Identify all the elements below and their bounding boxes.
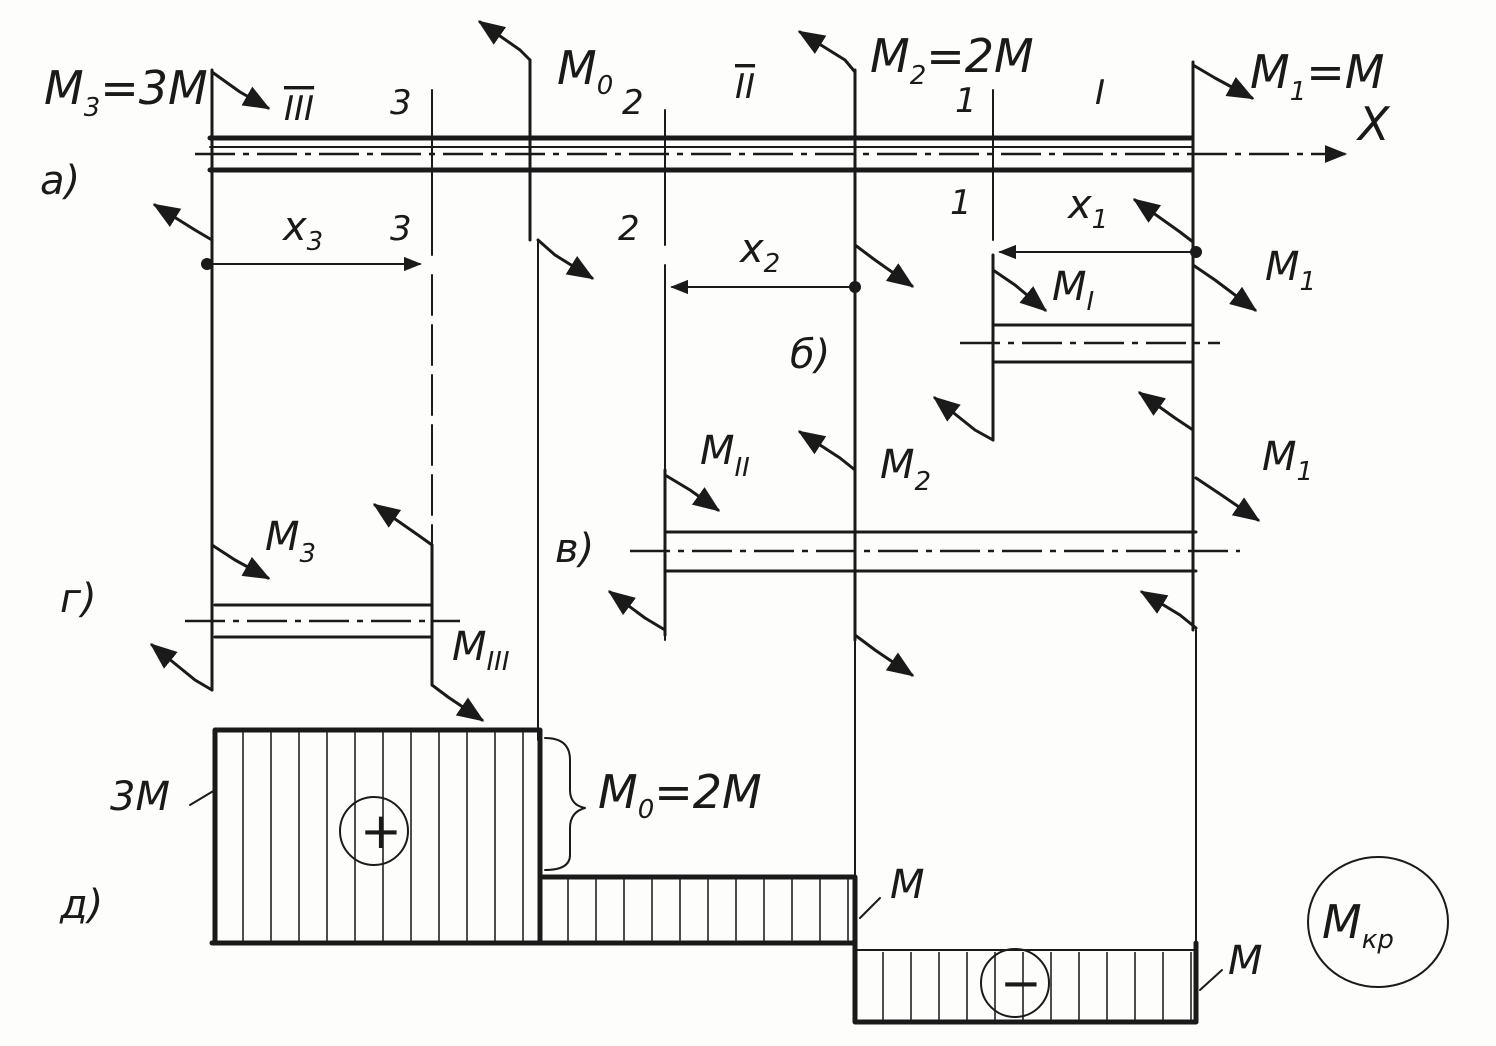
arrow-mi-bottom [932, 396, 995, 442]
arrow-m1-cut-bottom [1137, 391, 1195, 432]
arrow-m1-bottom [1132, 198, 1195, 244]
label-view-g: г) [60, 576, 97, 622]
arrow-miii-bottom [430, 683, 485, 722]
arrow-m2-cut [797, 430, 857, 472]
arrow-m3 [210, 70, 271, 110]
label-mi: MI [1052, 264, 1094, 317]
plus-sign: + [360, 802, 402, 860]
arrow-m0 [477, 20, 532, 62]
label-section-2b: 2 [618, 209, 640, 249]
arrow-m3-bottom [152, 203, 214, 242]
arrow-m1-cut [1191, 263, 1258, 312]
label-m3-load: M3=3M [44, 61, 208, 123]
label-section-1: 1 [955, 81, 977, 121]
plus-sign-circle [339, 796, 409, 866]
cut-view-g [149, 503, 485, 722]
label-m2-cut: M2 [880, 442, 931, 497]
arrow-m1 [1191, 63, 1255, 100]
label-section-3: 3 [390, 83, 412, 123]
label-section-1b: 1 [950, 183, 972, 223]
torque-diagram [189, 727, 1449, 1025]
label-view-v: в) [555, 526, 594, 572]
arrow-miii [372, 503, 434, 547]
arrow-m1-cut2 [1194, 476, 1261, 522]
minus-sign: − [1000, 954, 1042, 1012]
leader-3m [189, 789, 216, 806]
cut-view-b [932, 253, 1258, 442]
label-m0-equals: M0=2M [598, 765, 762, 825]
label-x1: x1 [1066, 182, 1108, 235]
arrow-m2 [797, 30, 857, 74]
minus-sign-circle [980, 948, 1050, 1018]
leader-m-mid [859, 897, 881, 919]
arrow-mi [991, 268, 1048, 312]
arrow-m3-cut [210, 543, 271, 580]
positive-region-3m [212, 727, 543, 946]
label-x2: x2 [738, 226, 780, 279]
arrow-mii [663, 473, 721, 512]
label-view-b: б) [790, 332, 830, 378]
brace-m0 [544, 737, 586, 871]
arrow-m1-cut2-bottom [1139, 590, 1198, 630]
label-m1-cut: M1 [1265, 244, 1316, 297]
label-section-3b: 3 [390, 209, 412, 249]
label-mii: MII [700, 428, 750, 483]
negative-region-m [852, 940, 1199, 1025]
arrow-m0-bottom [536, 238, 595, 280]
arrow-m3-cut-bottom [149, 643, 214, 692]
label-m3-cut: M3 [265, 514, 316, 569]
arrow-m2-bottom [853, 243, 915, 288]
label-axis-x: X [1356, 97, 1391, 151]
label-segment-ii: II [735, 67, 755, 107]
label-miii: MIII [452, 624, 510, 677]
label-view-d: д) [59, 882, 103, 928]
positive-region-m [537, 874, 858, 946]
label-section-2: 2 [622, 83, 644, 123]
label-m1-load: M1=M [1250, 45, 1384, 107]
label-x3: x3 [281, 204, 323, 257]
label-m2-load: M2=2M [870, 29, 1034, 91]
title-circle [1307, 856, 1449, 988]
label-m0-load: M0 [557, 41, 613, 101]
cut-view-v [607, 430, 1261, 677]
coordinate-arrows [201, 244, 1202, 295]
label-view-a: а) [40, 158, 80, 204]
shaft-view-a [152, 20, 1348, 1021]
label-value-m-mid: M [890, 862, 925, 908]
label-segment-iii: III [284, 89, 314, 129]
arrow-m2-cut-bottom [853, 633, 915, 677]
leader-m-right [1199, 969, 1223, 991]
label-value-m-right: M [1228, 938, 1263, 984]
label-m1-cut2: M1 [1262, 434, 1313, 487]
labels: M3=3M M0 M2=2M M1=M X III II I 3 2 1 3 2… [40, 29, 1394, 1012]
label-value-3m: 3M [110, 774, 170, 820]
label-diagram-title: Mкр [1322, 895, 1394, 955]
label-segment-i: I [1095, 73, 1105, 113]
arrow-mii-bottom [607, 590, 667, 632]
diagram-hatching [242, 732, 1192, 1020]
